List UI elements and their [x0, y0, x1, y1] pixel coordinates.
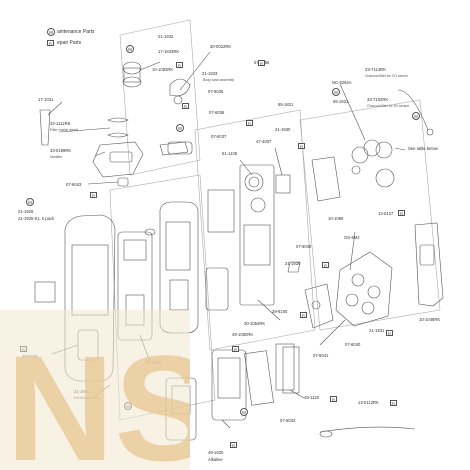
repair-badge: R: [258, 60, 265, 66]
part-number: 29-6100: [272, 309, 288, 314]
part-number: 07-6042: [280, 418, 296, 423]
part-number: 49-1120: [304, 395, 320, 400]
repair-legend-text: epair Parts: [57, 40, 82, 46]
part-number: 07-6039: [296, 244, 312, 249]
repair-badge: R: [182, 103, 189, 109]
part-number: See table below: [408, 146, 438, 151]
repair-badge: R: [90, 192, 97, 198]
part-number: 17-1031: [38, 97, 54, 102]
part-number: 21-1933: [202, 71, 218, 76]
watermark-text: NS: [6, 324, 190, 470]
maintenance-badge: M: [176, 124, 184, 132]
repair-badge: R: [386, 330, 393, 336]
part-number: 21-1930: [275, 127, 291, 132]
part-caption: Charcoal filter for H2 sensor: [367, 104, 410, 108]
maintenance-badge: M: [26, 198, 34, 206]
maintenance-badge: M: [412, 112, 420, 120]
repair-badge: R: [390, 400, 397, 406]
part-number: 10-1089: [328, 216, 344, 221]
part-number: 65-1821: [333, 99, 349, 104]
part-number: 21-1929: [285, 261, 301, 266]
part-number: 21-1925-01, 5 pack: [18, 216, 55, 221]
part-number: 49-1620: [208, 450, 224, 455]
part-caption: Charcoal filter for CO sensor: [365, 74, 408, 78]
repair-badge: R: [230, 442, 237, 448]
maintenance-legend-text: aintenance Parts: [57, 29, 95, 35]
part-number: 07-6043: [66, 182, 82, 187]
part-number: 33-1112RK: [50, 121, 71, 126]
maintenance-badge: M: [332, 88, 340, 96]
part-number: 13-0127: [378, 211, 394, 216]
part-caption: Manifier: [50, 155, 63, 159]
part-number: 07-6041: [313, 353, 329, 358]
part-number: 30-0022RK: [210, 44, 232, 49]
repair-badge: R: [176, 62, 183, 68]
part-number: OS-8M2: [344, 235, 360, 240]
part-number: 65-1821: [278, 102, 294, 107]
part-number: 51-1139: [222, 151, 238, 156]
part-number: 33-7102RK: [367, 97, 389, 102]
part-number: 13-0112RK: [358, 400, 379, 405]
maintenance-badge: M: [240, 408, 248, 416]
part-number: 10-1048RK: [419, 317, 441, 322]
repair-badge: R: [300, 312, 307, 318]
part-number: 21-1931: [369, 328, 385, 333]
repair-badge: R: [298, 143, 305, 149]
repair-badge: R: [246, 120, 253, 126]
part-number: 21-1932: [158, 34, 174, 39]
repair-badge: R: [232, 346, 239, 352]
part-number: 33-7114RK: [365, 67, 386, 72]
repair-badge: R: [330, 396, 337, 402]
maintenance-legend-badge: M: [47, 28, 55, 36]
part-number: 07-6037: [211, 134, 227, 139]
part-number: 33-0199RK: [50, 148, 72, 153]
part-number: 30-1054RK: [244, 321, 266, 326]
part-number: 17-1833RK: [158, 49, 180, 54]
part-number: 21-1926: [18, 209, 34, 214]
part-number: 07-6035: [208, 89, 224, 94]
part-caption: Filter (metal mesh): [50, 128, 79, 132]
repair-legend-badge: R: [47, 40, 54, 46]
part-number: NC-6264A: [332, 80, 352, 85]
repair-badge: R: [322, 262, 329, 268]
part-number: 10-1093RK: [152, 67, 174, 72]
part-caption: Body case assembly: [203, 78, 235, 82]
repair-badge: R: [398, 210, 405, 216]
part-number: 49-1050RK: [232, 332, 254, 337]
ns-watermark-logo: NS: [0, 310, 190, 470]
part-number: 07-6036: [209, 110, 225, 115]
maintenance-badge: M: [126, 45, 134, 53]
part-number: Alkaline: [208, 457, 223, 462]
part-number: 47-4007: [256, 139, 272, 144]
part-number: 07-6040: [345, 342, 361, 347]
